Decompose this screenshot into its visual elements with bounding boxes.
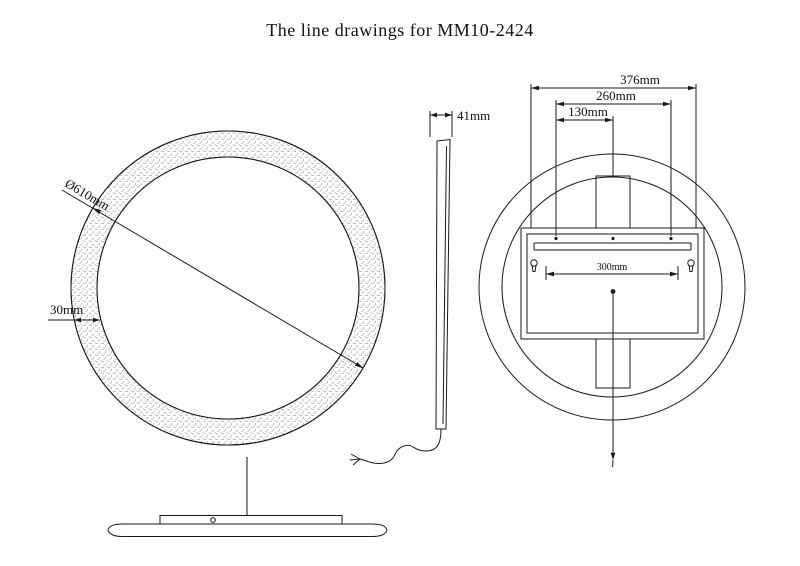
keyhole-slot-right (687, 259, 695, 272)
touch-sensor-dot (210, 517, 216, 523)
side-panel-glass-line (442, 145, 447, 425)
side-thickness-label: 41mm (457, 108, 490, 123)
base-plate-outline (107, 523, 388, 537)
mirror-outer-edge (70, 130, 386, 446)
side-panel-profile (435, 138, 451, 430)
half-spacing-dimension: 130mm (556, 104, 614, 176)
back-overall-width-label: 376mm (620, 72, 660, 87)
power-cord-side (349, 428, 442, 466)
front-frame-width-label: 30mm (50, 302, 83, 317)
back-hole-spacing-label: 260mm (596, 88, 636, 103)
base-plate-inner (159, 515, 343, 525)
back-outer-circle (478, 153, 746, 421)
back-half-spacing-label: 130mm (568, 104, 608, 119)
keyhole-slot-left (530, 259, 538, 272)
back-bracket-width-label: 300mm (597, 262, 628, 273)
hole-spacing-dimension: 260mm (555, 88, 672, 236)
mounting-rail (533, 236, 692, 251)
frame-width-dimension: 30mm (48, 302, 100, 323)
mirror-inner-edge (96, 156, 360, 420)
front-view: Ø610mm 30mm (48, 130, 386, 446)
power-cord-back (610, 289, 616, 468)
page-title: The line drawings for MM10-2424 (266, 20, 534, 40)
bottom-view (107, 457, 388, 537)
side-view: 41mm (349, 108, 490, 466)
thickness-dimension: 41mm (429, 108, 490, 137)
overall-width-dimension: 376mm (530, 72, 697, 228)
back-view: 300mm 376mm (478, 72, 746, 468)
back-inner-circle (501, 176, 723, 398)
bracket-width-dimension: 300mm (545, 262, 679, 280)
